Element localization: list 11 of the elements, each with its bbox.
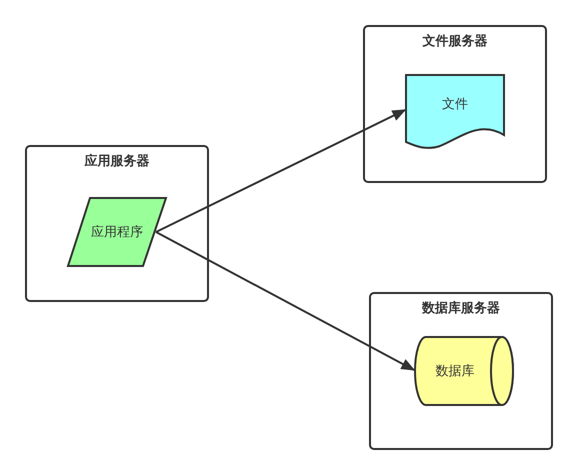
server-box xyxy=(25,145,209,302)
server-title: 文件服务器 xyxy=(422,32,488,50)
arrow xyxy=(156,109,406,233)
server-title: 应用服务器 xyxy=(84,152,150,170)
server-title: 数据库服务器 xyxy=(422,300,500,317)
arrow xyxy=(156,231,416,371)
node-label: 文件 xyxy=(442,96,468,113)
node-label: 应用程序 xyxy=(91,224,143,241)
node-label: 数据库 xyxy=(436,363,474,380)
server-box xyxy=(369,292,553,450)
server-box xyxy=(363,25,547,183)
